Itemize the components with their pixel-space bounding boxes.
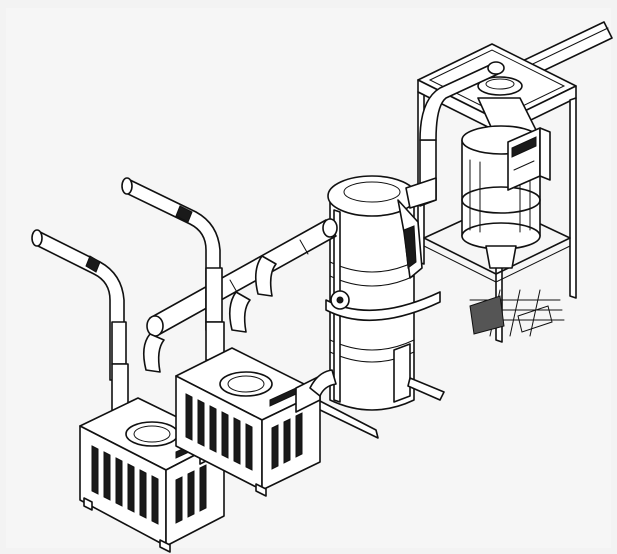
central-filter-receiver (315, 175, 445, 439)
manifold-drop-connectors (142, 255, 277, 373)
hopper-cone (461, 97, 541, 269)
right-vacuum-pump-unit (175, 347, 321, 497)
control-cabinet (507, 127, 551, 191)
right-pump-vents (185, 393, 303, 471)
vacuum-manifold-piping (146, 218, 338, 337)
floor-grating (469, 289, 565, 337)
riser-pipe (405, 61, 505, 209)
right-inlet-pipe (121, 177, 225, 361)
pump-to-receiver-hose (309, 369, 337, 397)
left-inlet-pipe (31, 229, 129, 421)
left-pump-vents (91, 445, 207, 525)
